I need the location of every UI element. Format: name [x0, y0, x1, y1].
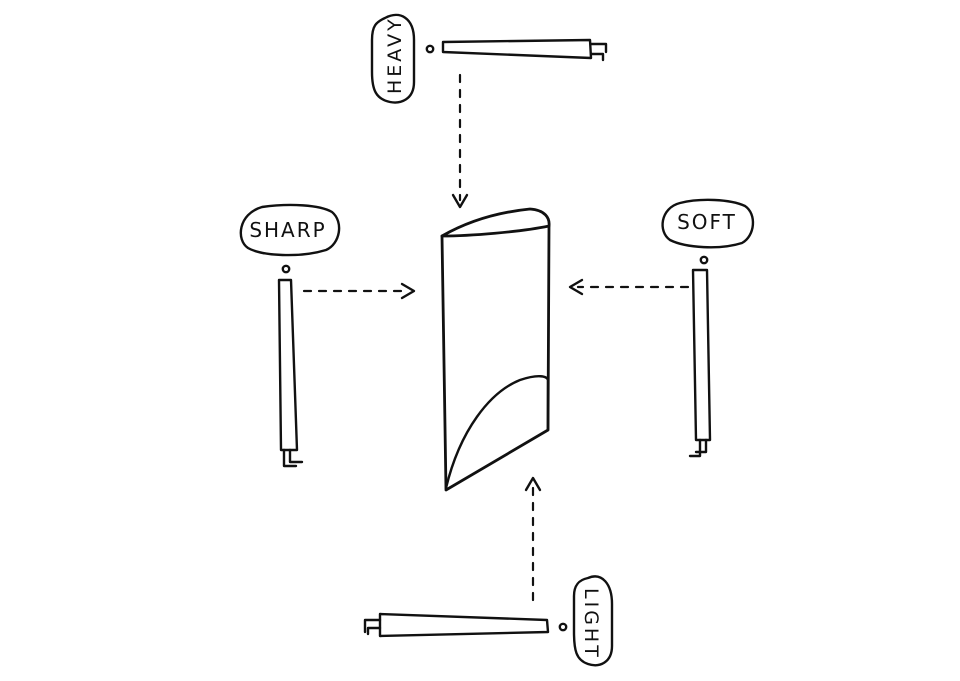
figure-left-bubble: [239, 203, 341, 257]
label-light: LIGHT: [580, 588, 602, 660]
figure-left-feet: [282, 448, 304, 468]
figure-right-bubble-dot: [699, 255, 709, 265]
figure-top: HEAVY: [370, 13, 608, 104]
figure-bottom-feet: [363, 618, 382, 636]
figure-bottom-bubble-dot: [558, 622, 568, 632]
figure-top-feet: [589, 42, 608, 62]
label-heavy: HEAVY: [384, 16, 406, 94]
figure-right-feet: [688, 438, 708, 458]
figure-bottom-body: [378, 612, 550, 638]
figure-top-body: [441, 38, 593, 60]
figure-right: SOFT: [661, 198, 755, 458]
figure-bottom-bubble: [572, 575, 614, 667]
central-object: [440, 207, 551, 492]
arrow-right-head: [568, 278, 584, 296]
figure-left-bubble-dot: [281, 264, 291, 274]
figure-left-body: [277, 278, 299, 452]
central-object-cut-face: [444, 375, 550, 490]
central-object-top-face: [440, 207, 551, 238]
arrow-left-head: [400, 282, 416, 300]
figure-right-body: [691, 268, 712, 442]
label-sharp: SHARP: [249, 218, 326, 242]
figure-top-bubble-dot: [425, 44, 435, 54]
figure-bottom: LIGHT: [363, 575, 614, 667]
figure-top-bubble: [370, 13, 416, 104]
central-object-outline: [440, 224, 551, 492]
arrow-top-head: [451, 193, 469, 209]
figure-left: SHARP: [239, 203, 341, 468]
arrow-bottom-head: [524, 476, 542, 492]
label-soft: SOFT: [677, 210, 737, 234]
figure-right-bubble: [661, 198, 755, 249]
